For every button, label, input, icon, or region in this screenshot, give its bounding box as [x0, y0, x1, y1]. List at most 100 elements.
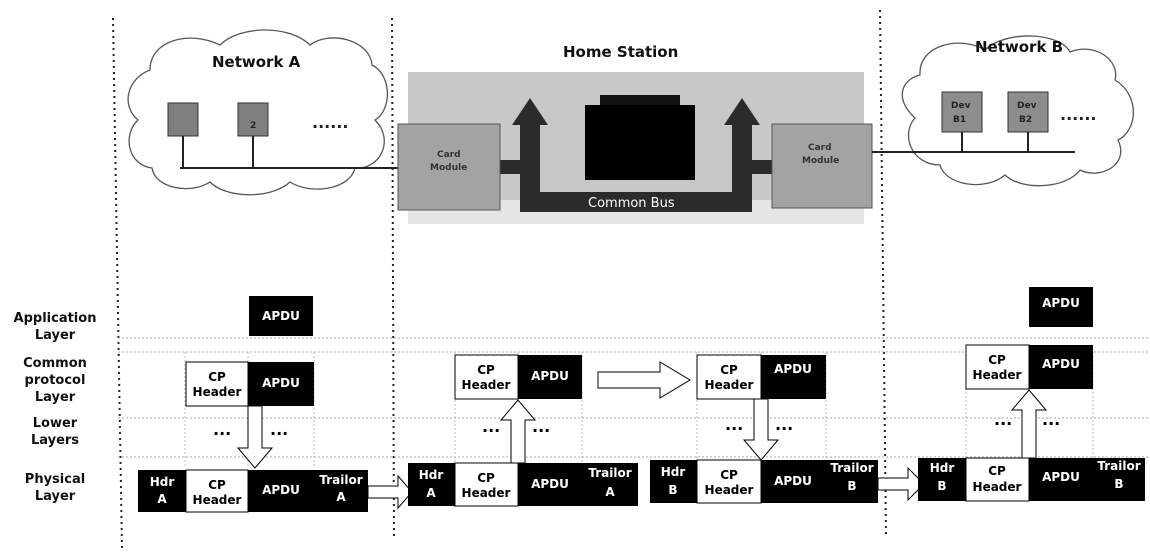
trailer-b-label: B: [847, 479, 856, 493]
cp-header: [185, 361, 249, 407]
lower-dots-left: ...: [213, 420, 231, 439]
apdu-phys: [761, 460, 826, 503]
apdu-common: [761, 355, 826, 399]
trailer-label: Trailor: [830, 461, 873, 475]
hdr-a: [408, 463, 455, 506]
label-common-1: Common: [23, 356, 87, 371]
apdu-phys-label: APDU: [262, 483, 300, 497]
lower-dots-right: ...: [1042, 410, 1060, 429]
cp-label: CP: [477, 363, 495, 377]
apdu-app: [1029, 287, 1093, 327]
cp-header: [454, 354, 519, 400]
label-common-2: protocol: [25, 373, 86, 388]
header-label: Header: [462, 486, 511, 500]
stack-guides: [184, 352, 1094, 466]
apdu-common-label: APDU: [262, 376, 300, 390]
trailer-b: [826, 460, 878, 503]
hdr-label: Hdr: [661, 465, 686, 479]
cp-label: CP: [988, 464, 1006, 478]
cp-header: [696, 354, 762, 400]
device-b1-bottom: B1: [953, 115, 966, 125]
lower-dots-right: ...: [775, 415, 793, 434]
trailer-label: Trailor: [588, 466, 631, 480]
right-arrow-2: [597, 361, 691, 399]
processor-block: [585, 105, 695, 180]
home-station: Home Station Common Bus Card Module Card…: [397, 43, 873, 224]
up-arrow: [499, 399, 537, 464]
header-label: Header: [705, 378, 754, 392]
cp-label: CP: [477, 471, 495, 485]
label-application-2: Layer: [35, 328, 76, 343]
apdu-common: [518, 355, 582, 399]
right-arrow-3: [877, 466, 925, 502]
apdu-app-label: APDU: [1042, 296, 1080, 310]
device-b1: [941, 91, 983, 133]
label-lower-2: Layers: [31, 433, 79, 448]
lower-dots-left: ...: [482, 417, 500, 436]
layer-labels: Application Layer Common protocol Layer …: [14, 311, 97, 504]
stack-home-a: CP Header APDU ... ... Hdr A CP Header A…: [408, 354, 638, 507]
common-bus: [520, 192, 752, 212]
hdr-a-label: A: [426, 486, 436, 500]
hdr-b: [650, 460, 697, 503]
cp-label: CP: [208, 478, 226, 492]
apdu-phys: [1029, 458, 1093, 501]
trailer-b-label: B: [1114, 477, 1123, 491]
stack-home-b: CP Header APDU ... ... Hdr B CP Header A…: [650, 354, 878, 504]
label-physical-2: Layer: [35, 489, 76, 504]
header-label: Header: [462, 378, 511, 392]
hdr-b: [918, 458, 966, 501]
cp-label: CP: [988, 353, 1006, 367]
card-link-right: [742, 160, 776, 174]
apdu-phys-label: APDU: [531, 477, 569, 491]
column-separators: [112, 9, 887, 549]
cp-label: CP: [208, 370, 226, 384]
hdr-a: [138, 470, 186, 512]
hdr-a-label: A: [157, 492, 167, 506]
card-module-right-line2: Module: [802, 156, 839, 166]
network-b-cloud: Network B Dev B1 Dev B2 ......: [872, 35, 1135, 187]
separator-mid-right: [879, 9, 887, 536]
header-label: Header: [193, 385, 242, 399]
trailer-label: Trailor: [1097, 459, 1140, 473]
trailer-a-label: A: [605, 485, 615, 499]
trailer-a: [314, 470, 368, 512]
trailer-a: [582, 463, 638, 506]
hdr-label: Hdr: [930, 461, 955, 475]
card-module-left: [397, 123, 501, 211]
card-module-left-line1: Card: [437, 150, 461, 160]
trailer-b: [1093, 458, 1145, 501]
cp-header: [965, 344, 1030, 390]
hdr-label: Hdr: [419, 468, 444, 482]
network-a-title: Network A: [212, 53, 301, 71]
trailer-a-label: A: [336, 490, 346, 504]
lower-dots-right: ...: [270, 420, 288, 439]
label-common-3: Layer: [35, 390, 76, 405]
label-application-1: Application: [14, 311, 97, 326]
device-b2-top: Dev: [1017, 101, 1037, 111]
bus-arrow-left: [512, 98, 548, 125]
hdr-label: Hdr: [150, 475, 175, 489]
apdu-app: [249, 296, 313, 336]
header-label: Header: [973, 480, 1022, 494]
header-label: Header: [973, 368, 1022, 382]
apdu-app-label: APDU: [262, 309, 300, 323]
apdu-phys-label: APDU: [774, 474, 812, 488]
device-b1-top: Dev: [951, 101, 971, 111]
up-arrow: [1010, 389, 1048, 459]
down-arrow: [236, 405, 274, 469]
device-b2: [1007, 91, 1049, 133]
card-module-right-line1: Card: [808, 143, 832, 153]
apdu-common-label: APDU: [774, 362, 812, 376]
label-physical-1: Physical: [25, 472, 85, 487]
lower-dots-left: ...: [725, 415, 743, 434]
label-lower-1: Lower: [33, 416, 78, 431]
stack-network-b: APDU CP Header APDU ... ... Hdr B CP Hea…: [918, 287, 1145, 502]
header-label: Header: [193, 493, 242, 507]
apdu-phys: [518, 463, 582, 506]
separator-left: [112, 17, 123, 549]
cp-label: CP: [720, 363, 738, 377]
network-a-more: ......: [312, 113, 348, 132]
device-a2: [237, 102, 269, 137]
